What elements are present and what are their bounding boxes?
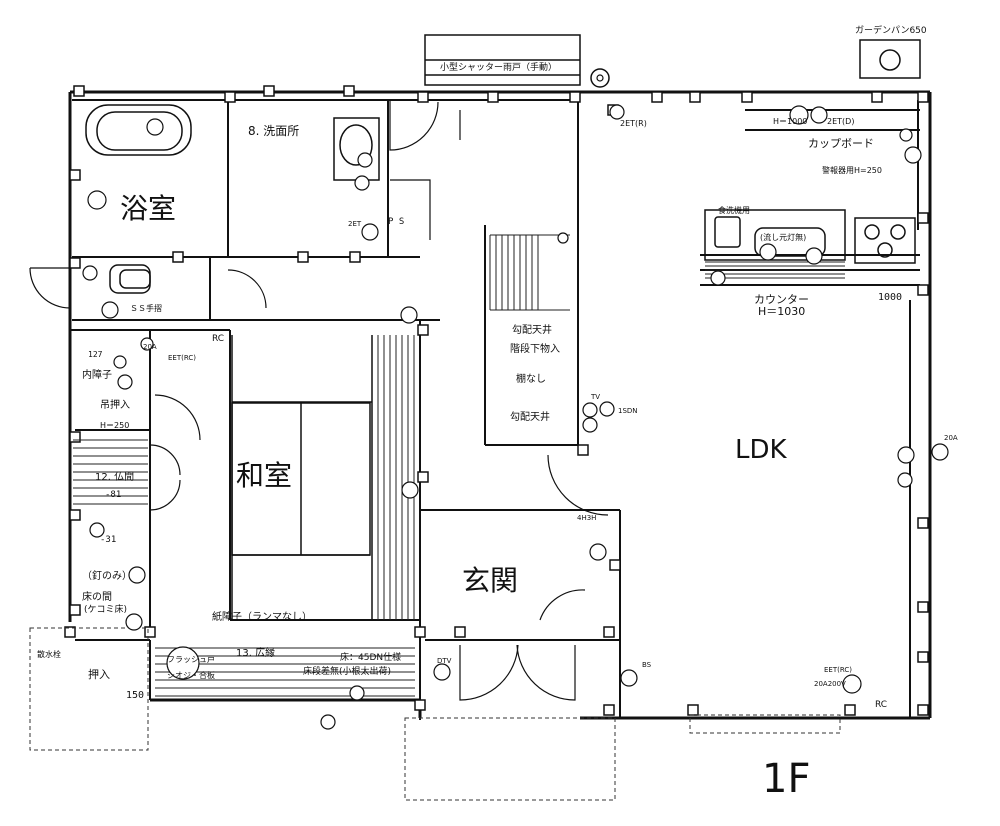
rc-1: RC bbox=[212, 334, 224, 344]
tatami-grid bbox=[231, 335, 373, 620]
tokonoma-label: 床の間 bbox=[82, 590, 112, 603]
kitchen-counter-band bbox=[705, 261, 845, 279]
water-faucet: 散水栓 bbox=[37, 649, 61, 659]
shutter-box bbox=[424, 34, 610, 88]
level-minus-81: -81 bbox=[105, 490, 121, 500]
sdn-outlet: 1SDN bbox=[618, 407, 638, 415]
butsuma-label: 12. 仏間 bbox=[95, 471, 134, 483]
columns bbox=[64, 85, 929, 716]
kitchen-fixtures bbox=[704, 209, 916, 264]
tv-outlet: TV bbox=[590, 393, 600, 401]
counter-height: H＝1030 bbox=[758, 305, 805, 318]
floor-label: 1F bbox=[762, 756, 810, 802]
dishwasher-note: 食洗機用 bbox=[718, 205, 750, 215]
cupboard-note: カップボード bbox=[808, 137, 874, 150]
entrance-label: 玄関 bbox=[462, 564, 518, 597]
dtv-outlet: DTV bbox=[437, 657, 452, 665]
outlet-et-d: 2ET(D) bbox=[827, 117, 854, 126]
stair-hall bbox=[73, 234, 570, 505]
sloped-ceiling-1: 勾配天井 bbox=[512, 323, 552, 336]
kekomi-label: (ケコミ床) bbox=[84, 603, 127, 615]
japanese-room-label: 和室 bbox=[236, 459, 292, 492]
outlet-20a-2: 20A bbox=[143, 343, 157, 351]
interior-walls bbox=[70, 99, 920, 720]
outlet-et-r: 2ET(R) bbox=[620, 119, 647, 128]
level-minus-31: -31 bbox=[100, 535, 116, 545]
flush-door: フラッシュ戸 bbox=[167, 655, 215, 664]
outer-walls bbox=[68, 90, 932, 720]
sloped-ceiling-2: 勾配天井 bbox=[510, 410, 550, 423]
nail-only: （釘のみ） bbox=[82, 569, 132, 582]
door-swings bbox=[29, 100, 609, 701]
under-stair-storage: 階段下物入 bbox=[510, 342, 560, 355]
outlet-20a200v: 20A200V bbox=[814, 680, 846, 688]
hiroen-label: 13. 広縁 bbox=[236, 646, 275, 659]
breaker-note: 警報器用H=250 bbox=[822, 165, 882, 175]
floor-step: 床段差無(小根太出荷) bbox=[303, 665, 391, 677]
dimension-150: 150 bbox=[126, 690, 144, 701]
garden-pan-note: ガーデンパン650 bbox=[855, 24, 927, 36]
pipe-shaft: P S bbox=[388, 217, 404, 227]
hiroen-boards bbox=[155, 335, 415, 697]
door-material: シオジ・合板 bbox=[167, 670, 215, 680]
annotations: 小型シャッター雨戸（手動） ガーデンパン650 カップボード 警報器用H=250… bbox=[37, 24, 958, 710]
outlet-eet-rc: EET(RC) bbox=[824, 666, 852, 674]
inner-shoji: 内障子 bbox=[82, 368, 112, 381]
counter-note: カウンター bbox=[754, 293, 809, 306]
bs-outlet: BS bbox=[642, 661, 652, 669]
ldk-label: LDK bbox=[735, 435, 788, 465]
dimension-1000: 1000 bbox=[878, 292, 902, 303]
outlet-2et: 2ET bbox=[348, 220, 362, 228]
no-shelf: 棚なし bbox=[516, 372, 546, 385]
paper-shoji: 紙障子（ランマなし） bbox=[212, 610, 312, 623]
hanging-closet: 吊押入 bbox=[100, 398, 130, 411]
cupboard-height: H＝1000 bbox=[773, 117, 807, 126]
washroom-label: 8. 洗面所 bbox=[248, 124, 299, 138]
switch-4h3h: 4H3H bbox=[577, 514, 596, 522]
outlet-20a: 20A bbox=[944, 434, 958, 442]
room-labels: 浴室 8. 洗面所 和室 玄関 LDK 1F bbox=[120, 124, 810, 802]
sink-note: (流し元灯無) bbox=[760, 232, 806, 242]
ss-handrail: ＳＳ手摺 bbox=[130, 303, 162, 313]
closet-height: H＝250 bbox=[100, 421, 129, 430]
rc-2: RC bbox=[875, 700, 887, 710]
electrical-symbols bbox=[82, 74, 949, 730]
floor-spec: 床：45DN仕様 bbox=[340, 651, 401, 663]
shutter-note: 小型シャッター雨戸（手動） bbox=[440, 61, 557, 73]
exterior-dashed bbox=[29, 627, 841, 801]
outlet-eet-rc-2: EET(RC) bbox=[168, 354, 196, 362]
oshiire-label: 押入 bbox=[88, 667, 110, 681]
bath-label: 浴室 bbox=[120, 192, 176, 225]
dimension-127: 127 bbox=[88, 350, 103, 359]
